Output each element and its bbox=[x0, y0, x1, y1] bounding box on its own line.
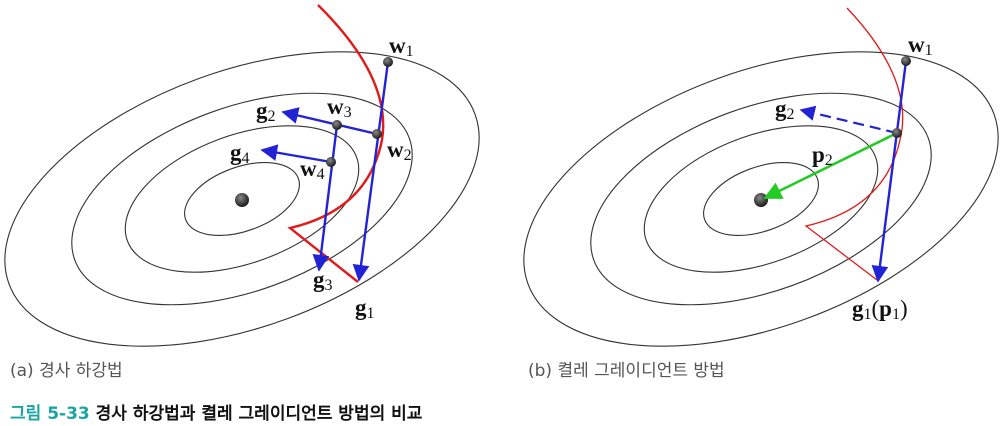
label-w2: w2 bbox=[387, 137, 412, 164]
point-w4 bbox=[326, 157, 336, 167]
figure-title: 경사 하강법과 켤레 그레이디언트 방법의 비교 bbox=[95, 404, 423, 424]
panel-a-contours bbox=[4, 51, 480, 347]
point-w2 bbox=[892, 128, 902, 138]
point-w1 bbox=[901, 56, 911, 66]
conjugate-direction-p2 bbox=[763, 131, 898, 200]
point-w3 bbox=[332, 120, 342, 130]
contour-2 bbox=[124, 125, 360, 273]
label-g3: g3 bbox=[313, 267, 333, 294]
label-g4: g4 bbox=[230, 140, 250, 167]
figure-caption: 그림 5-33 경사 하강법과 켤레 그레이디언트 방법의 비교 bbox=[10, 399, 422, 424]
figure-number: 그림 5-33 bbox=[10, 404, 90, 424]
label-g2: g2 bbox=[775, 96, 795, 123]
panel-b-labels: w1 g2 p2 g1(p1) bbox=[775, 32, 933, 323]
point-w2 bbox=[372, 129, 382, 139]
label-g1-p1: g1(p1) bbox=[852, 296, 908, 323]
red-cut-curve bbox=[287, 4, 385, 283]
label-w3: w3 bbox=[327, 94, 352, 121]
contour-4 bbox=[523, 51, 999, 347]
panel-b-caption: (b) 켤레 그레이디언트 방법 bbox=[528, 361, 725, 381]
panel-a-points bbox=[326, 57, 393, 167]
step-w2-g2 bbox=[281, 107, 378, 136]
point-w1 bbox=[383, 57, 393, 67]
panel-b-points bbox=[892, 56, 911, 138]
step-w1-g1 bbox=[352, 61, 390, 282]
contour-2 bbox=[643, 125, 879, 273]
contour-3 bbox=[71, 92, 413, 306]
panel-b-conjugate-gradient: w1 g2 p2 g1(p1) bbox=[523, 7, 999, 347]
step-w1-g1 bbox=[871, 60, 908, 283]
label-w1: w1 bbox=[389, 33, 414, 60]
panel-b-contours bbox=[523, 51, 999, 347]
label-w4: w4 bbox=[300, 156, 325, 183]
contour-4 bbox=[4, 51, 480, 347]
contour-1 bbox=[184, 162, 300, 236]
step-w3-g3 bbox=[312, 124, 339, 272]
panel-a-gradient-descent: w1 w3 w2 w4 g2 g4 g3 g1 bbox=[4, 4, 480, 347]
label-g2: g2 bbox=[256, 98, 276, 125]
contour-1 bbox=[703, 162, 819, 236]
red-cut-curve bbox=[804, 7, 904, 281]
label-p2: p2 bbox=[812, 142, 833, 169]
label-g1: g1 bbox=[355, 295, 375, 322]
minimum-point bbox=[235, 193, 249, 207]
panel-a-caption: (a) 경사 하강법 bbox=[10, 361, 123, 381]
contour-3 bbox=[590, 92, 932, 306]
step-w4-g4 bbox=[260, 144, 332, 164]
panel-a-labels: w1 w3 w2 w4 g2 g4 g3 g1 bbox=[230, 33, 414, 322]
panel-a-descent-path bbox=[260, 61, 390, 282]
label-w1: w1 bbox=[908, 32, 933, 59]
minimum-point bbox=[754, 193, 768, 207]
dashed-g2-direction bbox=[799, 105, 898, 135]
